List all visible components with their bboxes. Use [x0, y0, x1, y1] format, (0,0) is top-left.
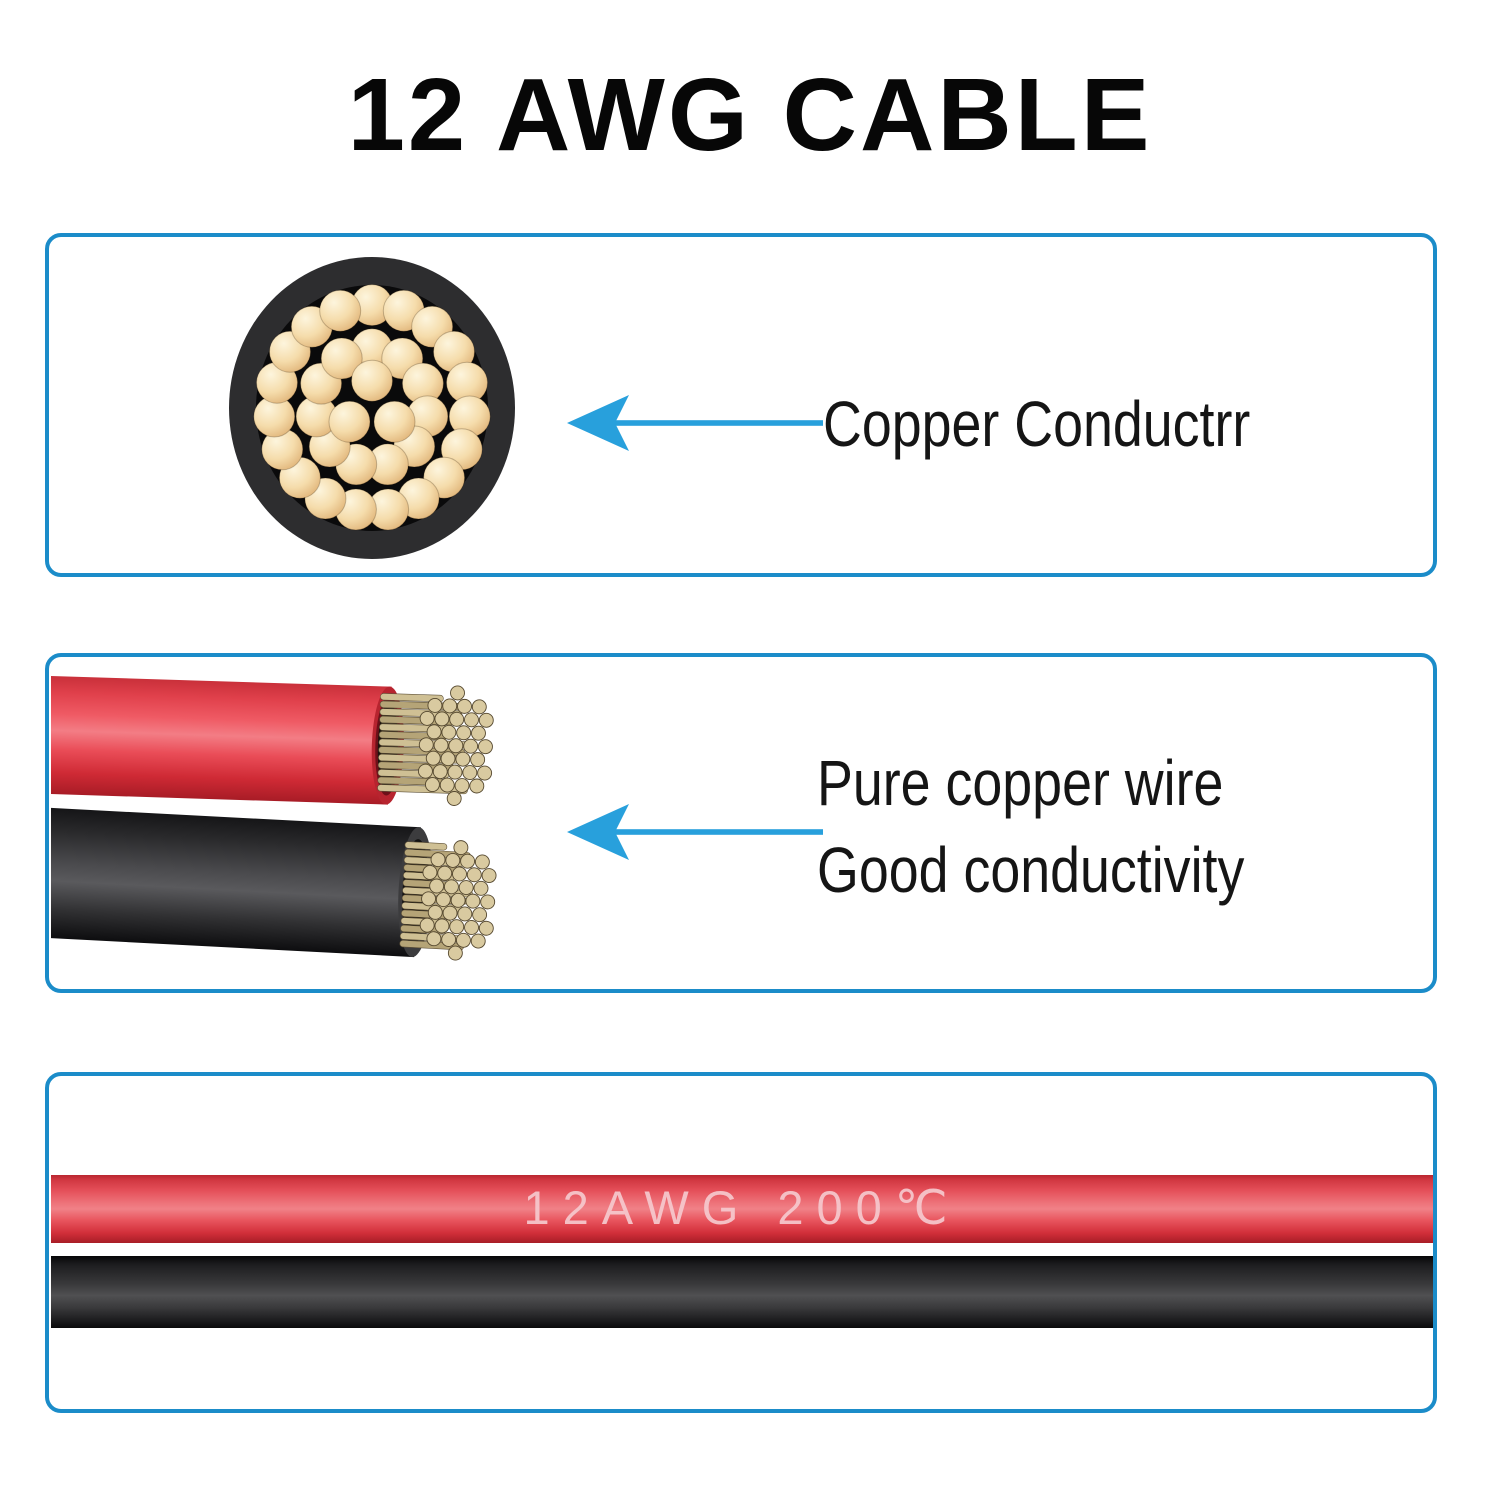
- copper-rod-tip: [470, 752, 486, 768]
- copper-rod-tip: [463, 738, 479, 754]
- copper-strand: [328, 400, 371, 443]
- stripped-wires-graphic: [51, 675, 497, 961]
- copper-rod-tip: [450, 685, 465, 701]
- copper-rod-tip: [464, 920, 479, 935]
- copper-rod-tip: [455, 751, 471, 767]
- black-wire-copper-bundle: [399, 840, 497, 961]
- copper-rod-tip: [440, 751, 456, 767]
- red-cable: 12AWG 200℃: [51, 1175, 1433, 1243]
- copper-rod-tip: [447, 945, 463, 961]
- copper-rod-tip: [419, 917, 435, 933]
- copper-rod-tip: [471, 725, 486, 741]
- copper-rod-tip: [455, 932, 471, 948]
- copper-rod-tip: [456, 725, 472, 741]
- label-copper-conductor: Copper Conductrr: [823, 388, 1251, 460]
- copper-rod-tip: [435, 892, 451, 908]
- copper-rod-tip: [439, 777, 455, 793]
- copper-rod-tip: [472, 907, 488, 923]
- copper-rod-tip: [445, 852, 461, 868]
- black-wire: [51, 807, 497, 961]
- copper-rod-tip: [419, 710, 435, 726]
- copper-rod-tip: [477, 765, 493, 781]
- copper-rod-tip: [424, 777, 440, 793]
- copper-rod-tip: [432, 764, 448, 780]
- copper-rod-tip: [465, 893, 481, 909]
- copper-rod-tip: [434, 918, 450, 934]
- copper-rod-tip: [466, 867, 482, 883]
- copper-rod: [404, 841, 448, 851]
- red-wire: [51, 675, 494, 806]
- copper-rod-tip: [441, 724, 457, 740]
- copper-rod-tip: [473, 880, 489, 896]
- copper-rod-tip: [477, 739, 493, 755]
- copper-rod-tip: [426, 931, 442, 947]
- copper-rod-tip: [427, 904, 443, 920]
- page-title: 12 AWG CABLE: [347, 57, 1153, 172]
- copper-rod-tip: [453, 840, 469, 856]
- copper-rod-tip: [449, 711, 465, 727]
- copper-rod-tip: [462, 765, 478, 781]
- copper-rod-tip: [443, 879, 459, 895]
- copper-rod-tip: [442, 905, 458, 921]
- copper-rod-tip: [458, 880, 474, 896]
- copper-rod-tip: [469, 778, 485, 794]
- black-cable: [51, 1256, 1433, 1328]
- copper-rod-tip: [426, 724, 442, 740]
- copper-rod-tip: [446, 791, 462, 806]
- copper-strand: [319, 289, 362, 332]
- copper-rod-tip: [442, 698, 458, 714]
- copper-rod-tip: [429, 878, 445, 894]
- copper-rod-tip: [448, 738, 464, 754]
- cable-print-text: 12AWG 200℃: [523, 1181, 961, 1234]
- copper-rod-tip: [474, 854, 490, 870]
- copper-rod-tip: [449, 919, 465, 935]
- copper-rod-tip: [422, 864, 438, 880]
- copper-rod-tip: [457, 698, 472, 714]
- copper-rod-tip: [478, 920, 494, 936]
- copper-rod-tip: [418, 737, 434, 753]
- copper-rod-tip: [427, 697, 443, 713]
- arrow-left-icon: [567, 395, 823, 451]
- copper-rod-tip: [447, 764, 463, 780]
- copper-rod-tip: [421, 891, 437, 907]
- copper-rod-tip: [452, 866, 467, 882]
- copper-rod-tip: [433, 737, 449, 753]
- copper-strand: [351, 359, 393, 402]
- copper-rod-tip: [480, 894, 496, 910]
- copper-rod-tip: [478, 712, 494, 728]
- copper-rod: [380, 693, 444, 703]
- copper-rod-tip: [457, 906, 473, 922]
- label-line-2: Good conductivity: [817, 834, 1245, 906]
- copper-rod-tip: [434, 711, 450, 727]
- copper-rod-tip: [471, 699, 487, 715]
- arrow-left-icon: [567, 804, 823, 860]
- red-wire-copper-bundle: [377, 685, 494, 806]
- copper-strand: [373, 400, 416, 443]
- copper-rod-tip: [470, 933, 486, 949]
- copper-rod-tip: [441, 932, 457, 947]
- copper-rod-tip: [450, 892, 466, 908]
- copper-rod-tip: [464, 712, 479, 728]
- copper-rod-tip: [425, 750, 441, 766]
- label-line-1: Pure copper wire: [817, 747, 1224, 819]
- copper-rod-tip: [430, 852, 446, 868]
- copper-rod-tip: [454, 778, 470, 793]
- copper-rod-tip: [481, 868, 497, 883]
- copper-rod-tip: [460, 853, 476, 869]
- label-pure-copper-wire: Pure copper wire Good conductivity: [817, 740, 1244, 914]
- copper-strands-group: [253, 284, 491, 531]
- copper-strand: [320, 337, 363, 380]
- cable-cross-section-graphic: [229, 257, 515, 559]
- copper-rod-tip: [437, 865, 453, 881]
- copper-rod-tip: [417, 763, 433, 779]
